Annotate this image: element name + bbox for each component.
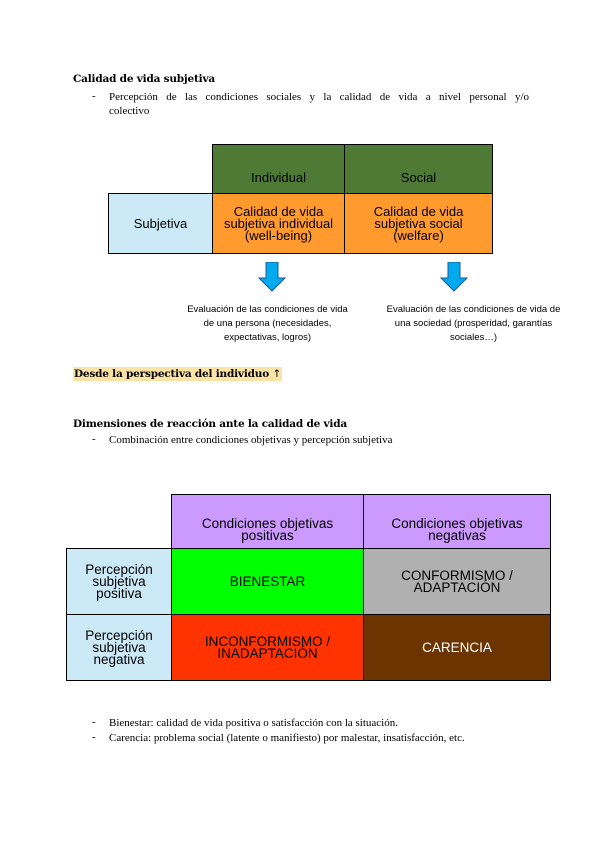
cell-conformismo: CONFORMISMO / ADAPTACIÓN xyxy=(363,548,551,615)
row-text: subjetiva xyxy=(92,573,146,589)
bullet-dash: - xyxy=(92,716,96,728)
header-condiciones-positivas: Condiciones objetivas positivas xyxy=(171,494,364,549)
row-label-subjetiva: Subjetiva xyxy=(108,193,213,254)
cell-text: Calidad de vida xyxy=(233,203,324,219)
bullet-carencia: Carencia: problema social (latente o man… xyxy=(109,732,465,744)
row-text: subjetiva xyxy=(92,639,146,655)
caption-individual: Evaluación de las condiciones de vida de… xyxy=(160,303,375,345)
header-social-label: Social xyxy=(400,170,437,185)
arrow-down-icon xyxy=(440,262,468,292)
cell-text: (well-being) xyxy=(244,227,313,243)
bullet-dash: - xyxy=(92,731,96,743)
perspective-note: Desde la perspectiva del individuo ↑ xyxy=(73,367,283,381)
row-label-subjetiva-text: Subjetiva xyxy=(133,215,188,231)
row-text: negativa xyxy=(93,651,145,667)
cell-text: CONFORMISMO / xyxy=(401,567,513,583)
bullet-dash: - xyxy=(92,433,96,445)
section-title-calidad-subjetiva: Calidad de vida subjetiva xyxy=(73,73,215,85)
cell-bienestar: BIENESTAR xyxy=(171,548,364,615)
cell-text: (welfare) xyxy=(393,227,444,243)
header-individual: Individual xyxy=(212,144,345,194)
header-text: negativas xyxy=(428,528,486,543)
header-social: Social xyxy=(344,144,493,194)
caption-line: una sociedad (prosperidad, garantías xyxy=(394,318,553,329)
row-percepcion-positiva: Percepción subjetiva positiva xyxy=(66,548,172,615)
cell-text: Calidad de vida xyxy=(373,203,464,219)
cell-individual: Calidad de vida subjetiva individual (we… xyxy=(212,193,345,254)
row-text: Percepción xyxy=(85,561,153,577)
arrow-up-icon: ↑ xyxy=(272,368,282,380)
cell-text: INCONFORMISMO / xyxy=(204,633,331,649)
cell-text: BIENESTAR xyxy=(229,573,306,589)
row-text: positiva xyxy=(96,585,142,601)
section2-bullet-text: Combinación entre condiciones objetivas … xyxy=(109,434,393,446)
cell-text: CARENCIA xyxy=(422,639,492,655)
section-title-dimensiones: Dimensiones de reacción ante la calidad … xyxy=(73,418,347,430)
caption-line: sociales…) xyxy=(450,332,497,343)
section1-bullet-text-cont: colectivo xyxy=(109,105,150,117)
caption-line: Evaluación de las condiciones de vida xyxy=(187,304,348,315)
arrow-down-icon xyxy=(258,262,286,292)
caption-line: de una persona (necesidades, xyxy=(203,318,332,329)
perspective-note-text: Desde la perspectiva del individuo xyxy=(74,368,269,380)
cell-inconformismo: INCONFORMISMO / INADAPTACIÓN xyxy=(171,614,364,681)
header-text: positivas xyxy=(241,528,294,543)
section1-bullet-text: Percepción de las condiciones sociales y… xyxy=(109,91,529,103)
row-percepcion-negativa: Percepción subjetiva negativa xyxy=(66,614,172,681)
header-text: Condiciones objetivas xyxy=(391,516,523,531)
header-condiciones-negativas: Condiciones objetivas negativas xyxy=(363,494,551,549)
caption-line: expectativas, logros) xyxy=(223,332,312,343)
cell-text: subjetiva individual xyxy=(223,215,334,231)
bullet-dash: - xyxy=(92,90,96,102)
caption-social: Evaluación de las condiciones de vida de… xyxy=(366,303,581,345)
caption-line: Evaluación de las condiciones de vida de xyxy=(386,304,561,315)
cell-text: INADAPTACIÓN xyxy=(217,645,318,661)
bullet-bienestar: Bienestar: calidad de vida positiva o sa… xyxy=(109,717,398,729)
cell-text: subjetiva social xyxy=(374,215,463,231)
cell-carencia: CARENCIA xyxy=(363,614,551,681)
cell-text: ADAPTACIÓN xyxy=(413,579,501,595)
row-text: Percepción xyxy=(85,627,153,643)
cell-social: Calidad de vida subjetiva social (welfar… xyxy=(344,193,493,254)
header-text: Condiciones objetivas xyxy=(201,516,334,531)
header-individual-label: Individual xyxy=(251,170,306,185)
